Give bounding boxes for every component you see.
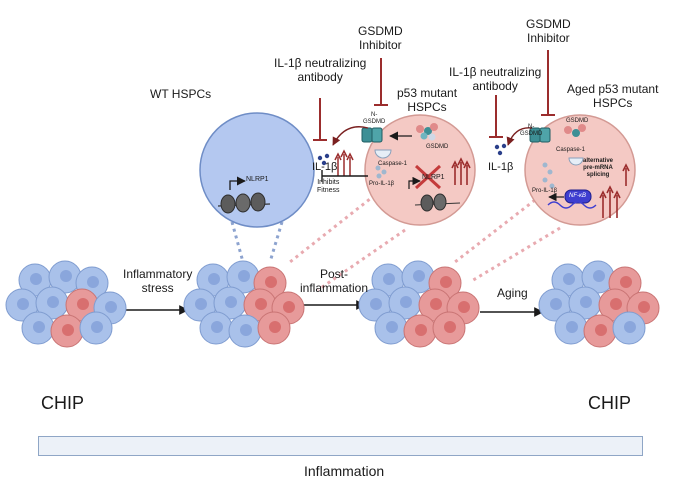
normal-cell xyxy=(581,260,615,294)
chromatin-icon xyxy=(414,193,461,212)
inhibits-fitness-line xyxy=(321,170,368,182)
caspase1-icon xyxy=(374,149,392,159)
aged-gsdmd-label: GSDMD xyxy=(566,118,589,124)
p53-caspase1-label: Caspase-1 xyxy=(378,161,408,167)
cluster-post-inflammation xyxy=(358,260,480,348)
mutant-cell xyxy=(583,314,617,348)
dna-helix-icon xyxy=(547,201,597,209)
normal-cell xyxy=(48,260,82,294)
normal-cell xyxy=(374,311,408,345)
gene-start-arrow-icon xyxy=(229,176,246,190)
normal-cell xyxy=(568,286,602,320)
pro-il1b-dots-icon xyxy=(542,162,555,189)
normal-cell xyxy=(199,311,233,345)
il1b-left-label: IL-1β xyxy=(312,161,338,173)
dotted-connectors xyxy=(230,193,561,292)
cluster-inflammatory xyxy=(183,260,305,348)
normal-cell xyxy=(213,286,247,320)
wt-hspcs-label: WT HSPCs xyxy=(150,87,212,101)
gene-start-arrow-icon xyxy=(408,176,421,189)
aging-label: Aging xyxy=(497,286,528,300)
normal-cell xyxy=(21,311,55,345)
aged-n-gsdmd-label: N- GSDMD xyxy=(520,124,543,137)
gsdmd-inhibitor-left-label: GSDMD Inhibitor xyxy=(358,24,403,52)
il1b-release-arrow-right xyxy=(506,127,533,146)
nfkb-label: NF-κB xyxy=(569,193,586,199)
p53-mutant-cell xyxy=(361,114,476,226)
il1b-antibody-right-label: IL-1β neutralizing antibody xyxy=(449,65,542,93)
aged-connector-left xyxy=(454,198,536,264)
inflammatory-stress-label: Inflammatory stress xyxy=(123,267,193,295)
aged-p53-mutant-hspcs-label: Aged p53 mutant HSPCs xyxy=(567,82,659,110)
inhibitor-bars xyxy=(313,50,555,141)
gsdmd-inhibitor-right-label: GSDMD Inhibitor xyxy=(526,17,571,45)
normal-cell xyxy=(196,263,230,297)
mutant-cell xyxy=(403,314,437,348)
aged-p53-mutant-cell xyxy=(524,114,636,226)
up-arrows-icon xyxy=(599,185,621,218)
p53-gsdmd-label: GSDMD xyxy=(426,144,449,150)
gsdmd-pore-icon xyxy=(529,127,551,143)
mutant-cell xyxy=(50,314,84,348)
p53-mutant-hspcs-label: p53 mutant HSPCs xyxy=(397,86,458,114)
chromatin-icon xyxy=(217,192,271,214)
normal-cell xyxy=(79,311,113,345)
wt-hspc-cell xyxy=(199,112,315,228)
post-inflammation-label: Post- inflammation xyxy=(300,267,369,295)
il1b-dots-left-icon xyxy=(317,153,330,166)
mutant-cell xyxy=(257,311,291,345)
normal-cell xyxy=(358,288,392,322)
aged-pro-il1b-label: Pro-IL-1β xyxy=(532,188,558,194)
cluster-aged xyxy=(538,260,660,348)
il1b-antibody-left-label: IL-1β neutralizing antibody xyxy=(274,56,367,84)
mutant-cell xyxy=(432,311,466,345)
il1b-release-arrow-left xyxy=(332,126,369,146)
p53-pro-il1b-label: Pro-IL-1β xyxy=(369,181,395,187)
normal-cell xyxy=(228,314,262,348)
caspase1-icon xyxy=(568,157,584,166)
nfkb-icon xyxy=(564,189,592,204)
up-arrows-icon xyxy=(451,157,471,185)
normal-cell xyxy=(388,286,422,320)
wt-nlrp1-label: NLRP1 xyxy=(246,176,269,183)
chip-right-label: CHIP xyxy=(588,393,632,413)
normal-cell xyxy=(183,288,217,322)
p53-nlrp1-label: NLRP1 xyxy=(422,174,445,181)
il1b-dots-right-icon xyxy=(494,143,507,156)
splicing-label: alternative pre-mRNA splicing xyxy=(583,158,614,178)
up-arrows-icon xyxy=(622,163,630,186)
normal-cell xyxy=(554,311,588,345)
inflammation-label: Inflammation xyxy=(304,463,385,479)
p53-n-gsdmd-label: N- GSDMD xyxy=(363,112,386,125)
pro-il1b-dots-icon xyxy=(375,165,387,179)
aged-connector-right xyxy=(469,226,561,284)
cluster-initial xyxy=(5,260,127,348)
wt-connector-right xyxy=(268,221,284,263)
chip-left-label: CHIP xyxy=(41,393,85,413)
wt-connector-left xyxy=(230,221,245,263)
gsdmd-protein-icon xyxy=(416,123,438,141)
up-arrows-icon xyxy=(334,149,354,176)
aged-caspase1-label: Caspase-1 xyxy=(556,147,586,153)
inhibits-fitness-label: Inhibits Fitness xyxy=(317,179,340,195)
inflammation-gradient-bar xyxy=(38,436,643,456)
normal-cell xyxy=(612,311,646,345)
il1b-right-label: IL-1β xyxy=(488,161,514,173)
gsdmd-protein-icon xyxy=(564,124,586,137)
gsdmd-pore-icon xyxy=(361,127,383,143)
